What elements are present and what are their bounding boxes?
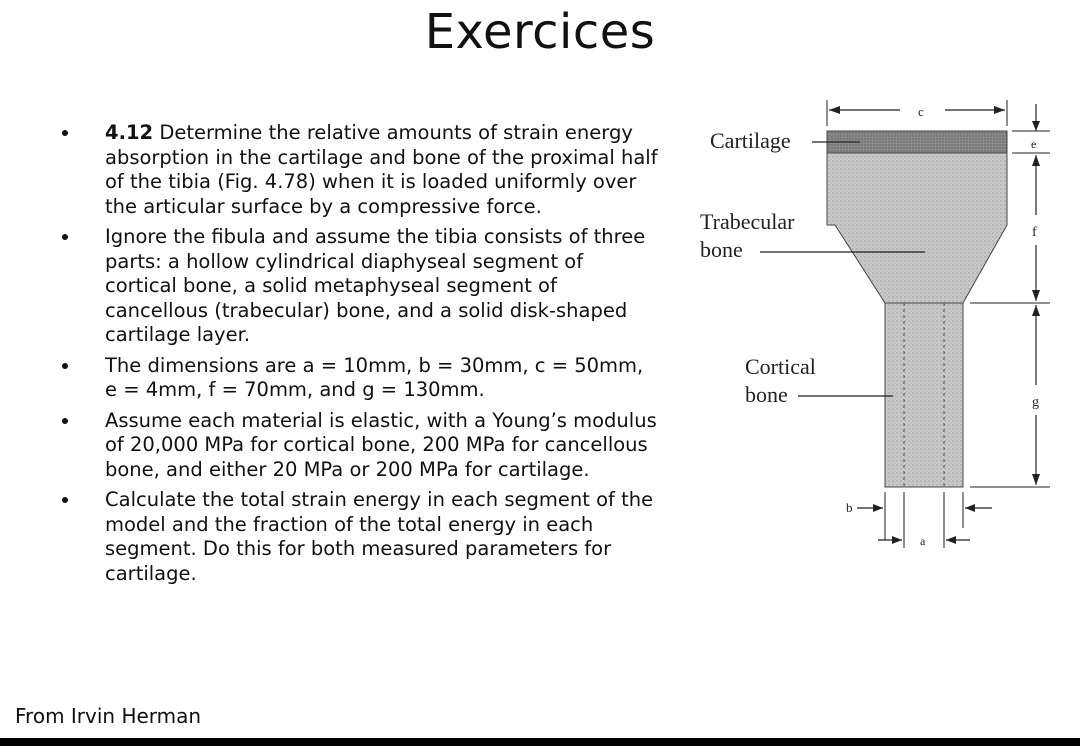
arrow-down-icon — [1032, 474, 1040, 485]
bullet-icon — [62, 417, 68, 424]
bullet-item: The dimensions are a = 10mm, b = 30mm, c… — [58, 354, 658, 403]
bullet-icon — [62, 497, 68, 503]
trabecular-label-line2: bone — [700, 237, 743, 262]
arrow-right-icon — [892, 536, 902, 544]
arrow-up-icon — [1032, 305, 1040, 316]
dim-b-label: b — [846, 500, 853, 515]
dim-c-label: c — [918, 104, 924, 119]
dim-g-label: g — [1032, 395, 1039, 410]
source-credit: From Irvin Herman — [15, 704, 202, 728]
bullet-icon — [62, 234, 68, 240]
arrow-down-icon — [1032, 121, 1040, 131]
bullet-icon — [62, 362, 68, 369]
tibia-diagram: Cartilage Trabecular bone Cortical bone … — [700, 100, 1050, 548]
problem-number: 4.12 — [105, 121, 154, 144]
trabecular-label-line1: Trabecular — [700, 209, 795, 234]
bullet-icon — [62, 130, 68, 136]
arrow-right-icon — [994, 106, 1005, 114]
cortical-segment — [884, 302, 964, 488]
dim-a-label: a — [920, 534, 926, 548]
bullet-item: Assume each material is elastic, with a … — [58, 409, 658, 483]
tibia-model-figure: Cartilage Trabecular bone Cortical bone … — [690, 95, 1070, 565]
bullet-text: Assume each material is elastic, with a … — [105, 408, 657, 481]
bullet-text: Calculate the total strain energy in eac… — [105, 488, 654, 585]
bullet-text: Ignore the fibula and assume the tibia c… — [105, 225, 646, 346]
bullet-list: 4.12 Determine the relative amounts of s… — [58, 121, 658, 592]
dim-f-label: f — [1032, 225, 1037, 240]
bullet-item: Ignore the fibula and assume the tibia c… — [58, 225, 658, 348]
cortical-label-line2: bone — [745, 382, 788, 407]
trabecular-segment — [826, 152, 1008, 304]
bullet-text: The dimensions are a = 10mm, b = 30mm, c… — [105, 353, 644, 402]
page-title: Exercices — [424, 4, 656, 60]
cortical-label-line1: Cortical — [745, 354, 816, 379]
arrow-left-icon — [946, 536, 956, 544]
arrow-left-icon — [965, 504, 975, 512]
bullet-item: Calculate the total strain energy in eac… — [58, 488, 658, 586]
dim-e-label: e — [1031, 137, 1036, 151]
bottom-border — [0, 738, 1080, 746]
arrow-down-icon — [1032, 290, 1040, 301]
bullet-text: Determine the relative amounts of strain… — [105, 121, 658, 218]
arrow-up-icon — [1032, 155, 1040, 166]
cartilage-label: Cartilage — [710, 128, 791, 153]
arrow-left-icon — [829, 106, 840, 114]
bullet-item: 4.12 Determine the relative amounts of s… — [58, 121, 658, 219]
arrow-right-icon — [873, 504, 883, 512]
